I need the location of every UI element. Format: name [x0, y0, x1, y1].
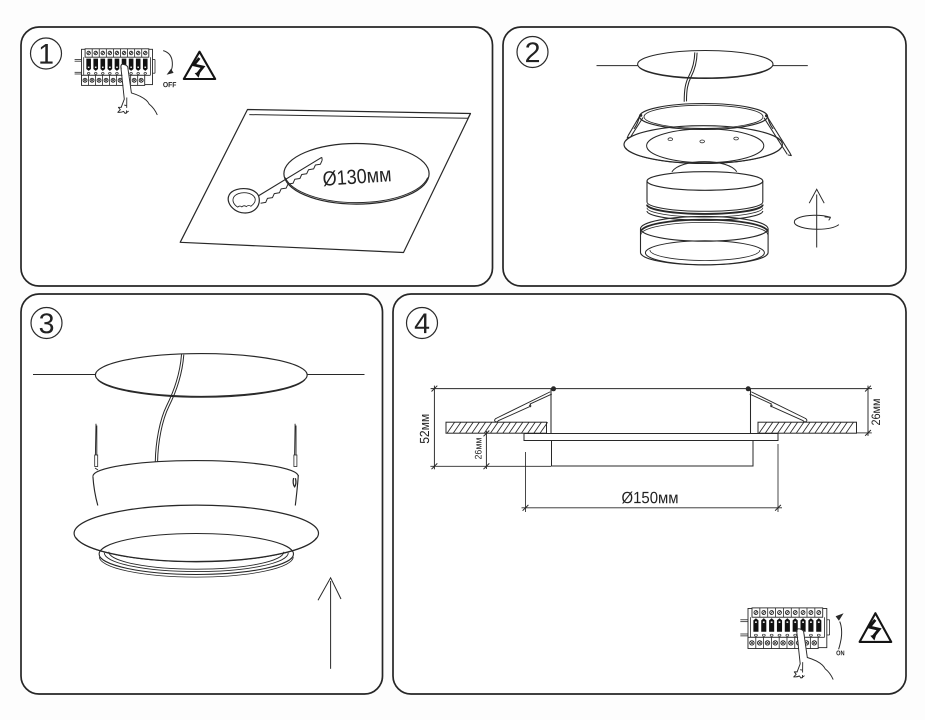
- svg-text:26мм: 26мм: [869, 399, 883, 426]
- svg-text:Ø150мм: Ø150мм: [621, 489, 678, 507]
- svg-text:ON: ON: [836, 650, 845, 657]
- svg-text:Ø130мм: Ø130мм: [322, 163, 392, 191]
- svg-text:3: 3: [39, 308, 55, 340]
- svg-text:26мм: 26мм: [473, 438, 484, 460]
- svg-text:1: 1: [38, 39, 54, 71]
- svg-text:OFF: OFF: [163, 80, 177, 89]
- svg-text:2: 2: [525, 37, 541, 69]
- svg-text:52мм: 52мм: [417, 414, 432, 444]
- svg-text:4: 4: [414, 308, 430, 340]
